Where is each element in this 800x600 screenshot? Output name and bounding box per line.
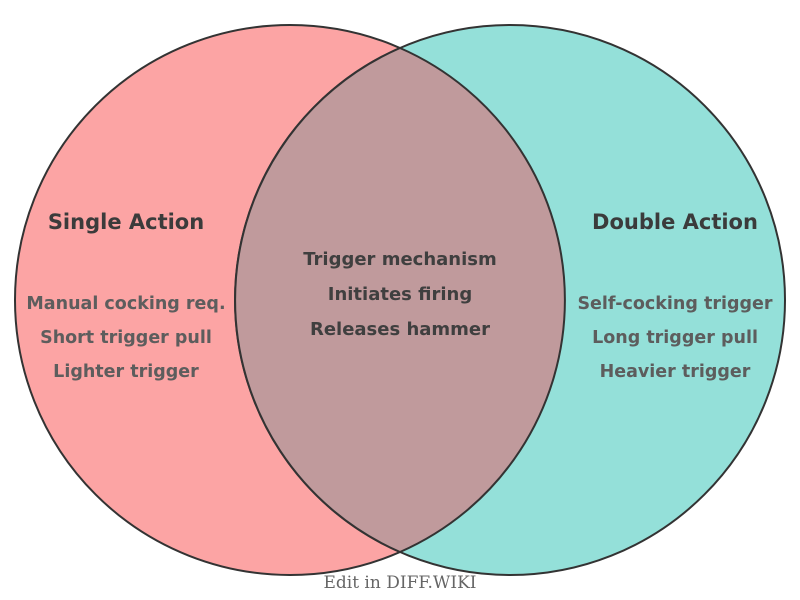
edit-in-diffwiki-link[interactable]: Edit in DIFF.WIKI: [323, 573, 476, 593]
intersection-item: Releases hammer: [310, 319, 490, 340]
double-action-item: Heavier trigger: [600, 362, 751, 382]
intersection-item: Trigger mechanism: [303, 249, 497, 270]
intersection-labels: Trigger mechanism Initiates firing Relea…: [303, 249, 497, 340]
single-action-labels: Single Action Manual cocking req. Short …: [26, 210, 225, 382]
intersection-item: Initiates firing: [328, 284, 472, 305]
single-action-item: Lighter trigger: [53, 362, 199, 382]
single-action-item: Short trigger pull: [40, 328, 212, 348]
double-action-title: Double Action: [592, 210, 758, 234]
double-action-item: Long trigger pull: [592, 328, 758, 348]
single-action-title: Single Action: [48, 210, 204, 234]
single-action-item: Manual cocking req.: [26, 294, 225, 314]
intersection-region: [234, 46, 566, 554]
double-action-item: Self-cocking trigger: [577, 294, 772, 314]
double-action-labels: Double Action Self-cocking trigger Long …: [577, 210, 772, 382]
